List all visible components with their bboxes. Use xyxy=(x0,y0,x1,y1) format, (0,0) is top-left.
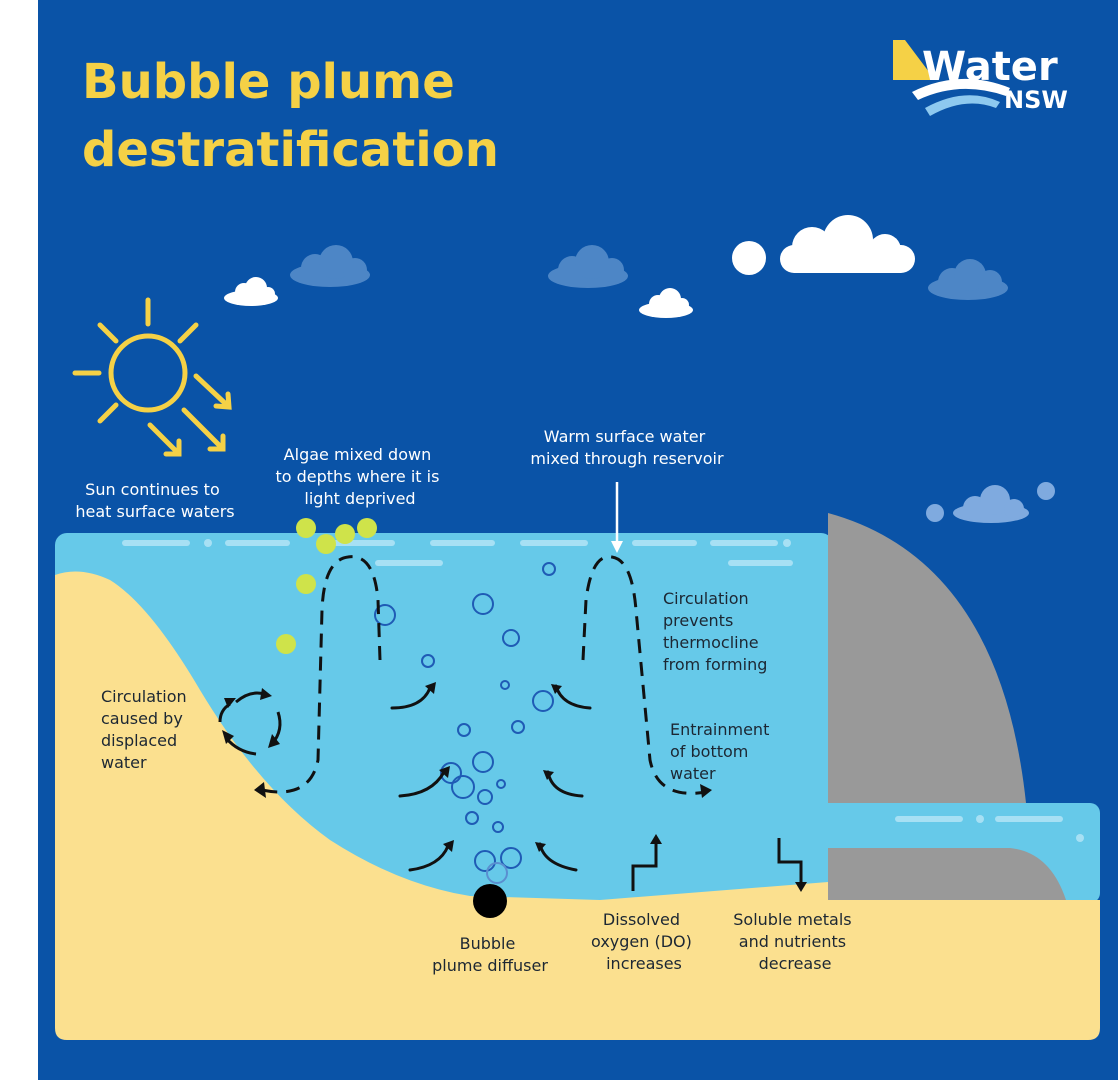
sun-label: Sun continues to heat surface waters xyxy=(75,480,234,521)
arrow-icon xyxy=(254,782,266,798)
warm-water-label: Warm surface water mixed through reservo… xyxy=(530,427,724,468)
reservoir-bed xyxy=(55,571,1100,1040)
surface-ripples xyxy=(122,539,1084,842)
entrainment-label: Entrainment of bottom water xyxy=(670,720,774,783)
arrow-icon xyxy=(408,844,450,872)
cloud-icon xyxy=(926,482,1055,523)
cloud-icon xyxy=(224,277,278,306)
circulation-prevents-label: Circulation prevents thermocline from fo… xyxy=(663,589,767,674)
diffuser-label: Bubble plume diffuser xyxy=(432,934,548,975)
left-circulation-arrow xyxy=(261,555,382,794)
metals-label: Soluble metals and nutrients decrease xyxy=(733,910,856,973)
clouds xyxy=(224,215,1055,523)
cloud-icon xyxy=(928,259,1008,300)
arrow-icon xyxy=(700,784,712,798)
circulation-paths xyxy=(261,555,707,795)
logo-word: Water xyxy=(922,44,1058,90)
metals-decrease-arrow xyxy=(777,838,803,884)
water-nsw-logo: Water NSW xyxy=(893,40,1068,116)
bubble-icon xyxy=(374,562,556,884)
do-label: Dissolved oxygen (DO) increases xyxy=(591,910,697,973)
outlet-structure xyxy=(828,848,1066,900)
cloud-icon xyxy=(548,245,628,288)
cloud-icon xyxy=(732,215,915,275)
title-line1: Bubble plume xyxy=(82,54,455,110)
sun-icon xyxy=(72,297,232,457)
arrow-icon xyxy=(390,686,432,710)
logo-sail-icon xyxy=(893,40,935,80)
algae-label: Algae mixed down to depths where it is l… xyxy=(275,445,444,508)
right-circulation-arrow xyxy=(581,555,707,795)
diffuser-icon xyxy=(473,884,507,918)
arrow-icon xyxy=(398,770,446,798)
algae-icon xyxy=(276,518,377,654)
logo-wave-icon xyxy=(912,78,1010,100)
dam-wall xyxy=(828,513,1026,803)
warm-water-arrow xyxy=(611,482,623,553)
do-increase-arrow xyxy=(631,842,658,891)
title-line2: destratification xyxy=(82,122,499,178)
logo-sub: NSW xyxy=(1004,86,1068,114)
cloud-icon xyxy=(290,245,370,287)
cloud-icon xyxy=(639,288,693,318)
circulation-displaced-label: Circulation caused by displaced water xyxy=(101,687,192,772)
